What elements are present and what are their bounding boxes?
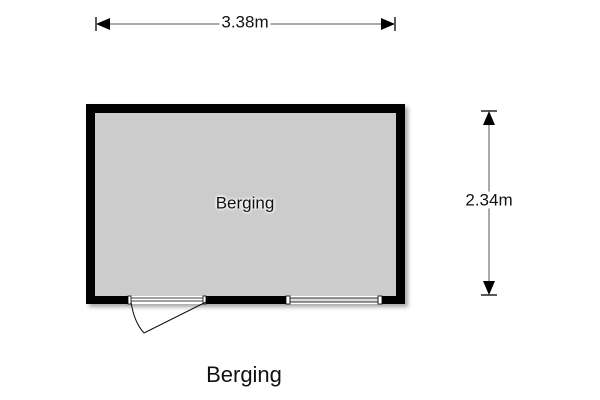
window: [285, 295, 383, 305]
arrow-left-icon: [96, 18, 110, 30]
arrow-down-icon: [483, 281, 495, 295]
height-dimension-label: 2.34m: [463, 190, 515, 210]
arrow-right-icon: [381, 18, 395, 30]
room-floor: [95, 113, 396, 296]
room-berging: [86, 104, 405, 334]
room-label: Berging: [215, 193, 275, 213]
width-dimension-label: 3.38m: [219, 12, 271, 32]
door-swing-icon: [130, 301, 207, 334]
door-opening: [128, 296, 206, 304]
height-dimension-line: [481, 110, 497, 296]
plan-title: Berging: [206, 362, 282, 387]
arrow-up-icon: [483, 111, 495, 125]
